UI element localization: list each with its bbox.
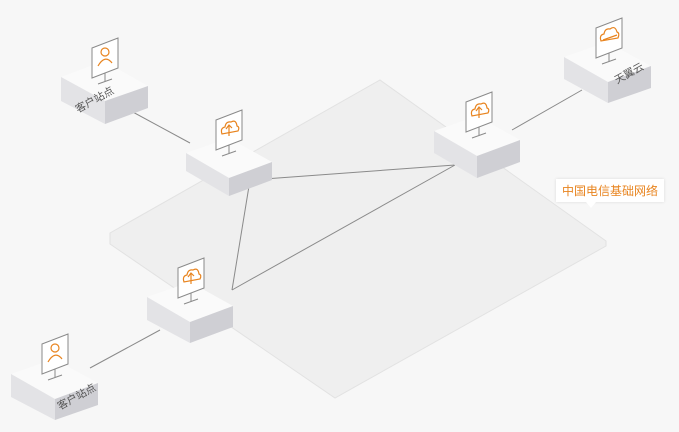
network-platform bbox=[109, 79, 607, 399]
customer-site-top: 客户站点 bbox=[61, 38, 148, 124]
network-node-c bbox=[434, 92, 520, 178]
network-node-b bbox=[147, 258, 233, 343]
cloud-site: 天翼云 bbox=[564, 18, 651, 103]
link-nodeA-nodeB bbox=[231, 179, 251, 291]
network-links bbox=[89, 89, 583, 369]
network-node-a bbox=[186, 110, 272, 196]
network-callout-label: 中国电信基础网络 bbox=[556, 179, 665, 208]
link-siteB-nodeB bbox=[89, 329, 161, 369]
link-nodeB-nodeC bbox=[231, 164, 456, 291]
link-nodeA-nodeC bbox=[249, 164, 456, 181]
customer-site-bottom: 客户站点 bbox=[11, 334, 98, 420]
link-nodeC-cloud bbox=[511, 89, 583, 131]
